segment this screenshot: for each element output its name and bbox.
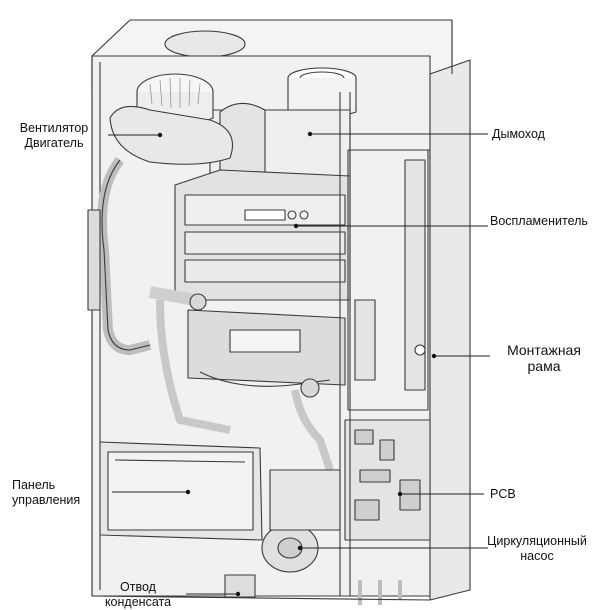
label-fan-line2: Двигатель [24, 136, 84, 150]
casing-side [429, 59, 471, 601]
label-fan-motor: Вентилятор Двигатель [2, 121, 106, 151]
label-circulation-pump: Циркуляционный насос [478, 534, 596, 564]
label-pump-line2: насос [520, 549, 554, 563]
label-control-line2: управления [12, 493, 81, 507]
label-condensate-drain: Отвод конденсата [92, 580, 184, 610]
label-pcb: PCB [490, 487, 516, 501]
label-control-panel: Панель управления [12, 478, 80, 508]
label-frame-line2: рама [527, 358, 561, 374]
label-flue: Дымоход [492, 127, 545, 141]
label-drain-line2: конденсата [104, 595, 172, 609]
label-frame-line1: Монтажная [507, 342, 581, 358]
top-vent [164, 30, 246, 58]
label-igniter: Воспламенитель [490, 214, 588, 228]
label-pump-line1: Циркуляционный [487, 534, 587, 548]
label-mounting-frame: Монтажная рама [490, 342, 598, 374]
label-fan-line1: Вентилятор [19, 121, 89, 135]
label-drain-line1: Отвод [120, 580, 156, 594]
label-control-line1: Панель [12, 478, 56, 492]
